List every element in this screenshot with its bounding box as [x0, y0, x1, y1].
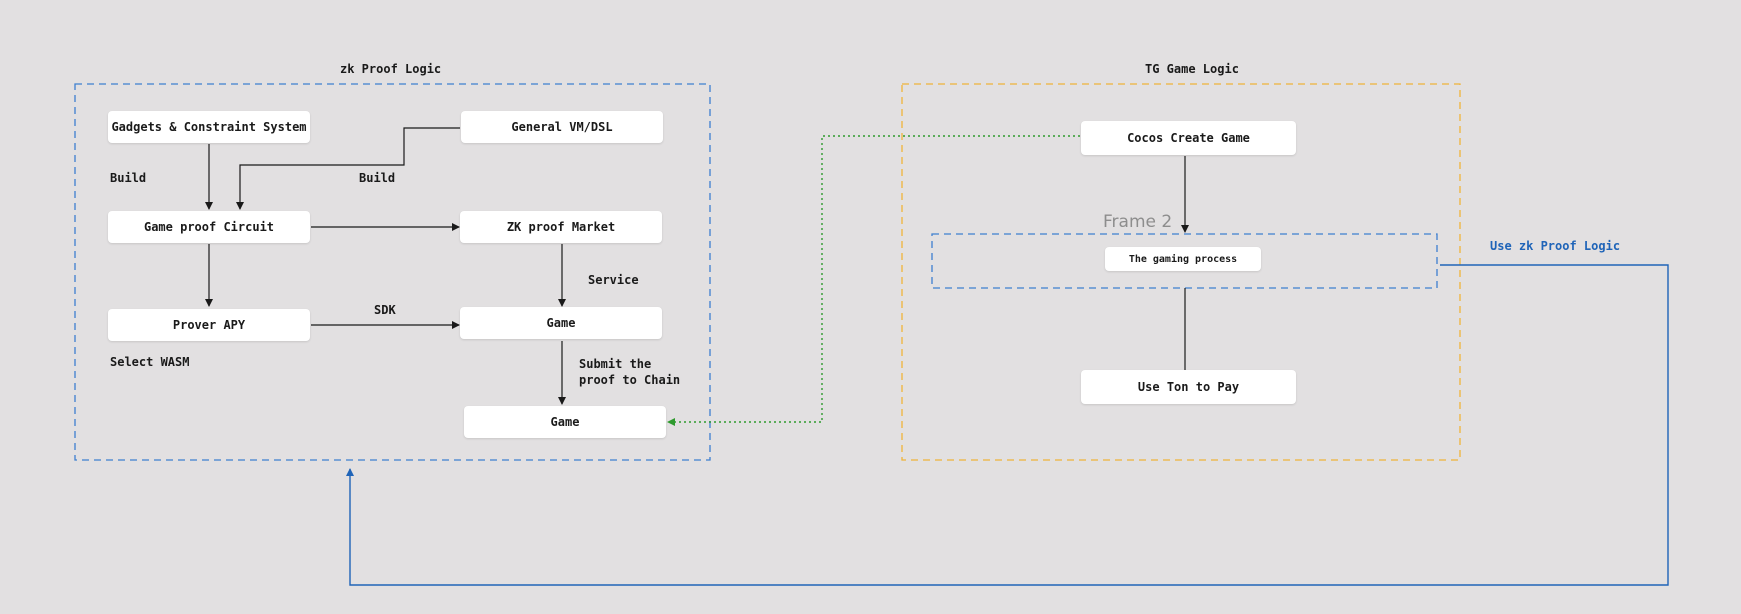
- node-game-on-chain[interactable]: Game: [464, 406, 666, 438]
- edge-use-zk-proof-logic: [346, 264, 1669, 586]
- node-game-proof-circuit[interactable]: Game proof Circuit: [108, 211, 310, 243]
- zk-proof-logic-title: zk Proof Logic: [340, 62, 442, 76]
- zk-proof-logic-frame: [74, 83, 711, 461]
- label-build-right: Build: [359, 171, 396, 185]
- label-use-zk-proof-logic: Use zk Proof Logic: [1490, 239, 1621, 253]
- node-prover-apy[interactable]: Prover APY: [108, 309, 310, 341]
- label-sdk: SDK: [374, 303, 396, 317]
- label-select-wasm: Select WASM: [110, 355, 190, 369]
- node-zk-proof-market[interactable]: ZK proof Market: [460, 211, 662, 243]
- edge-vm-to-circuit: [236, 127, 460, 210]
- label-submit-line-2: proof to Chain: [579, 373, 681, 387]
- frame-2-frame: [931, 233, 1438, 289]
- tg-game-logic-title: TG Game Logic: [1145, 62, 1239, 76]
- node-gadgets-constraint-system[interactable]: Gadgets & Constraint System: [108, 111, 310, 143]
- edge-cocos-to-chain-game: [667, 135, 1080, 426]
- node-cocos-create-game[interactable]: Cocos Create Game: [1081, 121, 1296, 155]
- tg-game-logic-frame: [901, 83, 1461, 461]
- node-game[interactable]: Game: [460, 307, 662, 339]
- frame-2-title: Frame 2: [1103, 212, 1173, 232]
- node-gaming-process[interactable]: The gaming process: [1105, 247, 1261, 271]
- label-build-left: Build: [110, 171, 147, 185]
- label-service: Service: [588, 273, 639, 287]
- node-use-ton-to-pay[interactable]: Use Ton to Pay: [1081, 370, 1296, 404]
- node-general-vm-dsl[interactable]: General VM/DSL: [461, 111, 663, 143]
- label-submit-line-1: Submit the: [579, 357, 652, 371]
